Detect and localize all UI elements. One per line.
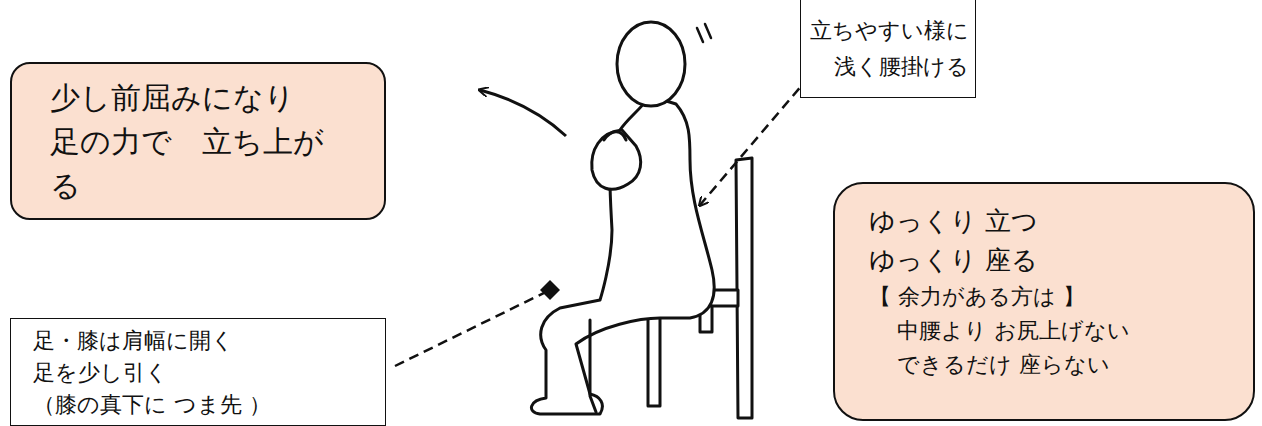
callout-box: ゆっくり 立つゆっくり 座る【 余力がある方は 】中腰より お尻上げないできるだ… bbox=[833, 182, 1255, 421]
callout-text: ゆっくり 立つ bbox=[869, 202, 1243, 240]
leader-line bbox=[395, 290, 550, 366]
callout-text: ゆっくり 座る bbox=[869, 240, 1243, 280]
arms-folded bbox=[592, 130, 641, 189]
callout-text: 足を少し引く bbox=[33, 357, 375, 389]
motion-marks bbox=[697, 24, 711, 42]
callout-box: 少し前屈みになり 足の力で 立ち上が る bbox=[10, 62, 386, 220]
callout-text: （膝の真下に つま先 ） bbox=[33, 389, 375, 421]
callout-text: 【 余力がある方は 】 bbox=[869, 280, 1243, 314]
callout-text: 立ちやすい様に 浅く腰掛ける bbox=[807, 13, 969, 85]
chair-leg bbox=[648, 306, 660, 406]
person bbox=[531, 22, 714, 414]
head bbox=[617, 22, 685, 106]
hands bbox=[604, 132, 626, 140]
leg-line bbox=[590, 320, 596, 412]
movement-arrow bbox=[480, 90, 566, 136]
knee-marker bbox=[540, 280, 560, 300]
chair-back bbox=[736, 158, 752, 418]
callout-text: 少し前屈みになり 足の力で 立ち上が る bbox=[50, 76, 332, 208]
callout-box: 立ちやすい様に 浅く腰掛ける bbox=[800, 0, 976, 98]
callout-box: 足・膝は肩幅に開く足を少し引く（膝の真下に つま先 ） bbox=[10, 318, 386, 426]
body bbox=[531, 96, 714, 414]
callout-text: 足・膝は肩幅に開く bbox=[33, 325, 375, 357]
callout-text: 中腰より お尻上げない bbox=[897, 314, 1243, 348]
callout-text: できるだけ 座らない bbox=[897, 348, 1243, 382]
